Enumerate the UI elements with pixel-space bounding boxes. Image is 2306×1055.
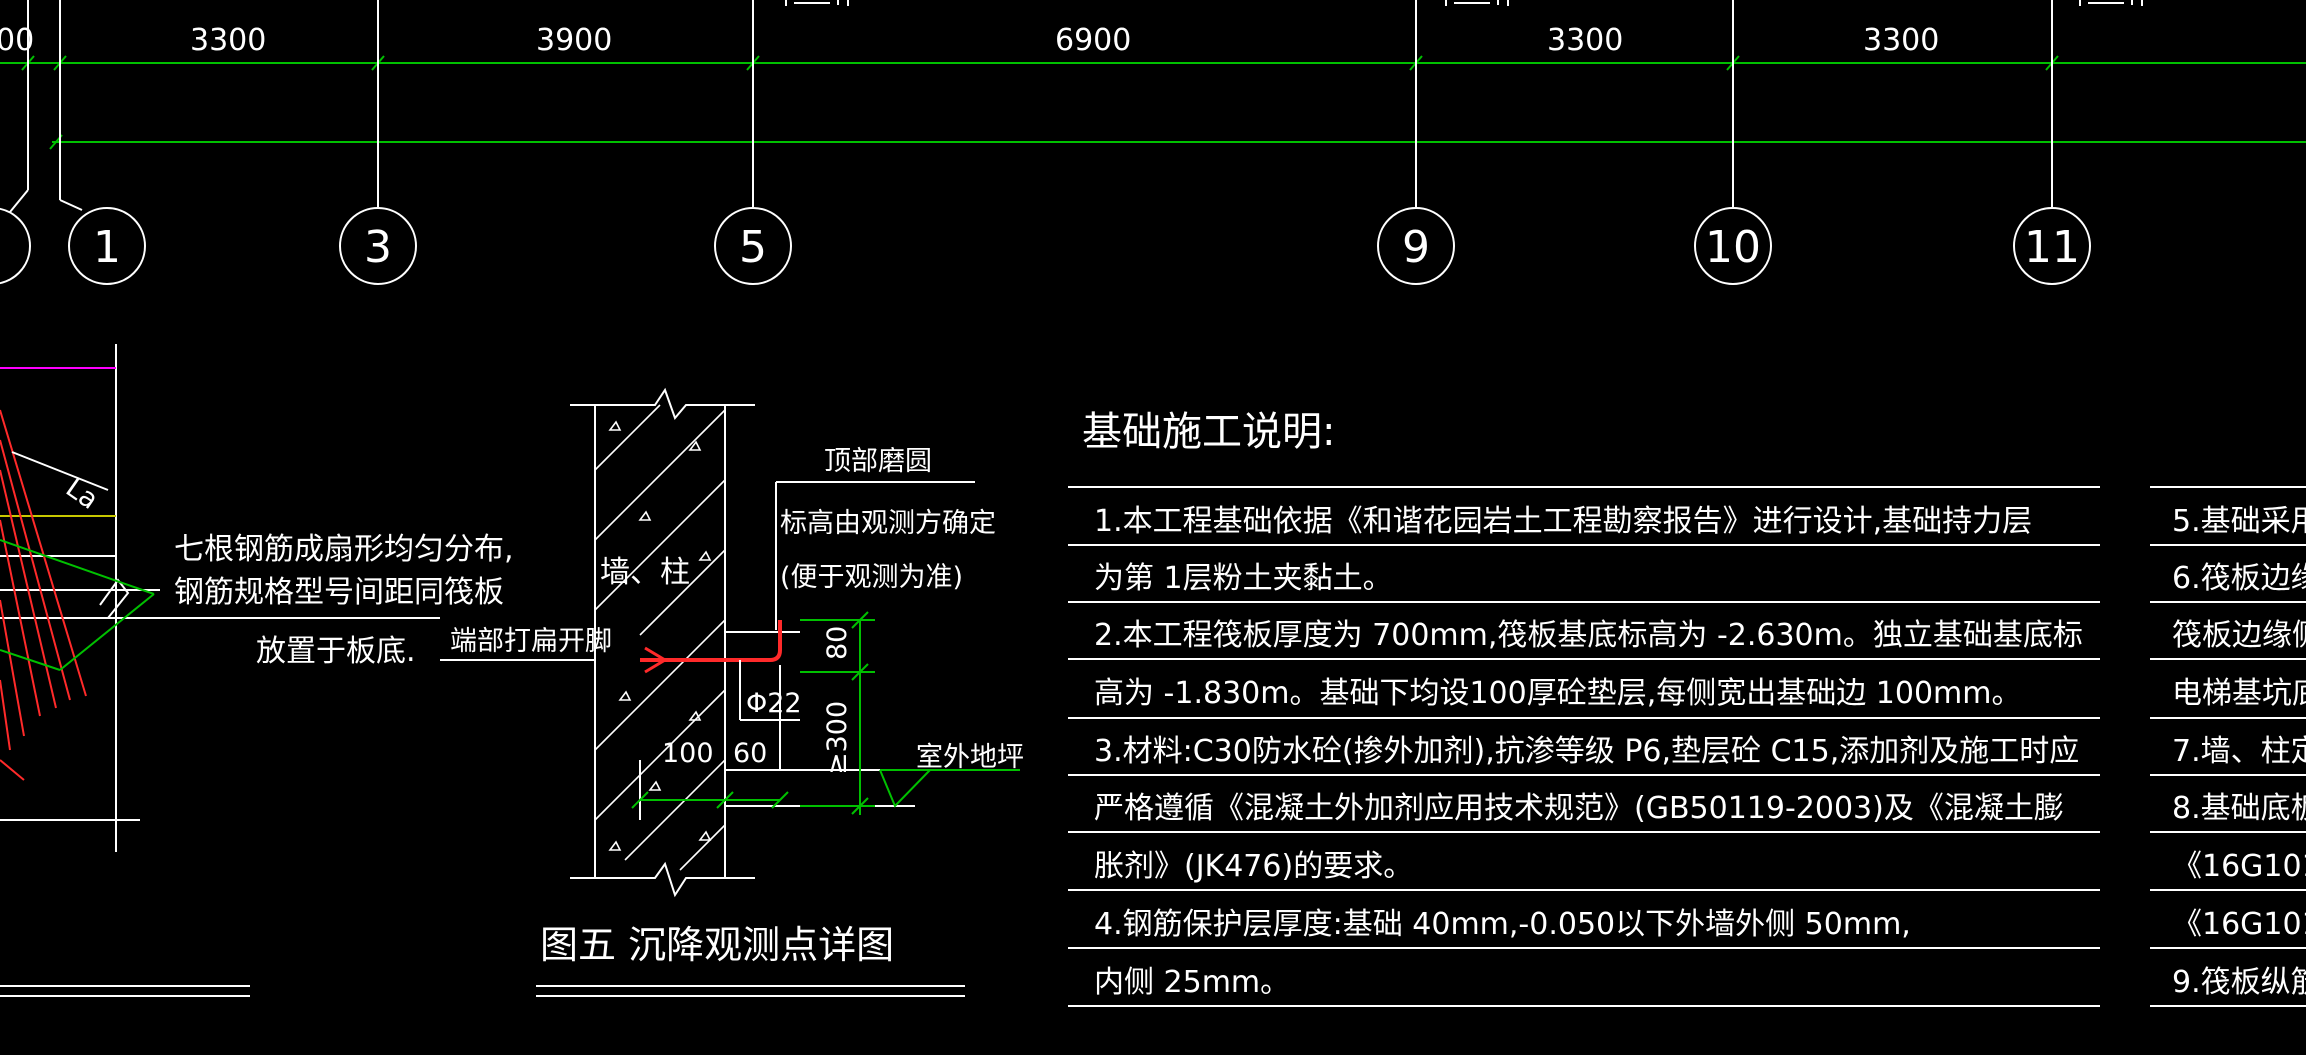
axis-bubble-1: [68, 207, 146, 285]
top-rounded-label: 顶部磨圆: [824, 446, 932, 477]
dimension-100: 100: [662, 738, 714, 769]
dimension-ticks: [21, 55, 2059, 150]
wall-hatching: [594, 404, 726, 871]
fan-note-line2: 钢筋规格型号间距同筏板: [174, 575, 504, 610]
note-right-line-2: 6.筏板边缘外: [2172, 561, 2306, 596]
note-right-line-9: 9.筏板纵筋接: [2172, 965, 2306, 1000]
dimension-edge: 00: [0, 23, 34, 58]
note-line-5: 3.材料:C30防水砼(掺外加剂),抗渗等级 P6,垫层砼 C15,添加剂及施工…: [1094, 734, 2079, 769]
note-line-2: 为第 1层粉土夹黏土。: [1094, 561, 1393, 596]
axis-bubble-3: [339, 207, 417, 285]
axis-label-1: 1: [93, 222, 121, 273]
wall-column-label: 墙、柱: [600, 555, 690, 590]
note-right-line-6: 8.基础底板施: [2172, 791, 2306, 826]
settlement-figure-caption: 图五 沉降观测点详图: [540, 923, 894, 967]
note-right-line-7: 《16G101-: [2172, 849, 2306, 884]
note-line-1: 1.本工程基础依据《和谐花园岩土工程勘察报告》进行设计,基础持力层: [1094, 504, 2032, 539]
note-line-3: 2.本工程筏板厚度为 700mm,筏板基底标高为 -2.630m。独立基础基底标: [1094, 618, 2083, 653]
clipped-top-labels: [785, 0, 2143, 6]
dimension-60: 60: [733, 738, 767, 769]
dimension-3300-c: 3300: [1863, 23, 1939, 58]
axis-bubble-clipped: [0, 207, 31, 285]
axis-bubble-11: [2013, 207, 2091, 285]
axis-label-3: 3: [364, 222, 392, 273]
notes-title: 基础施工说明:: [1082, 409, 1335, 455]
fan-note-line1: 七根钢筋成扇形均匀分布,: [174, 532, 514, 567]
note-line-8: 4.钢筋保护层厚度:基础 40mm,-0.050以下外墙外侧 50mm,: [1094, 907, 1911, 942]
dimension-3300-b: 3300: [1547, 23, 1623, 58]
notes-rules: [1068, 486, 2306, 1007]
elevation-label-line2: (便于观测为准): [780, 562, 963, 593]
axis-grid: [0, 0, 2091, 285]
fan-rebars: [0, 409, 87, 781]
note-right-line-8: 《16G101-: [2172, 907, 2306, 942]
settlement-detail: 墙、柱 顶部磨圆: [440, 387, 1024, 997]
note-line-9: 内侧 25mm。: [1094, 965, 1290, 1000]
note-right-line-1: 5.基础采用“: [2172, 504, 2306, 539]
dimension-3900: 3900: [536, 23, 612, 58]
fan-rebar-detail: La 七根钢筋成扇形均匀分布, 钢筋规格型号间距同筏板 放置于板底.: [0, 344, 514, 997]
axis-label-9: 9: [1402, 222, 1430, 273]
note-line-4: 高为 -1.830m。基础下均设100厚砼垫层,每侧宽出基础边 100mm。: [1094, 676, 2022, 711]
dimension-80: 80: [822, 626, 853, 660]
note-line-7: 胀剂》(JK476)的要求。: [1094, 849, 1413, 884]
dimension-300: ≥300: [822, 701, 853, 775]
outdoor-ground-label: 室外地坪: [916, 742, 1024, 773]
settlement-dimensions: [631, 611, 1020, 815]
axis-label-5: 5: [739, 222, 767, 273]
note-line-6: 严格遵循《混凝土外加剂应用技术规范》(GB50119-2003)及《混凝土膨: [1094, 791, 2064, 826]
elevation-label-line1: 标高由观测方确定: [780, 508, 996, 539]
la-label: La: [60, 472, 104, 516]
fan-note-line3: 放置于板底.: [256, 634, 416, 669]
dimension-3300-a: 3300: [190, 23, 266, 58]
foundation-notes: 基础施工说明: 1.本工程基础依据《和谐花园岩土工程勘察报告》进行设计,基础持力…: [1068, 409, 2306, 1007]
axis-label-10: 10: [1705, 222, 1761, 273]
note-right-line-5: 7.墙、柱定位: [2172, 734, 2306, 769]
axis-bubble-10: [1694, 207, 1772, 285]
dimension-chain: 00 3300 3900 6900 3300 3300: [0, 0, 2306, 150]
axis-bubble-9: [1377, 207, 1455, 285]
note-right-line-4: 电梯基坑底与: [2172, 676, 2306, 711]
note-right-line-3: 筏板边缘侧面: [2172, 618, 2306, 653]
dimension-6900: 6900: [1055, 23, 1131, 58]
axis-label-11: 11: [2024, 222, 2080, 273]
rebar-diameter-label: Φ22: [746, 688, 802, 719]
end-flattened-label: 端部打扁开脚: [450, 626, 612, 657]
axis-bubble-5: [714, 207, 792, 285]
